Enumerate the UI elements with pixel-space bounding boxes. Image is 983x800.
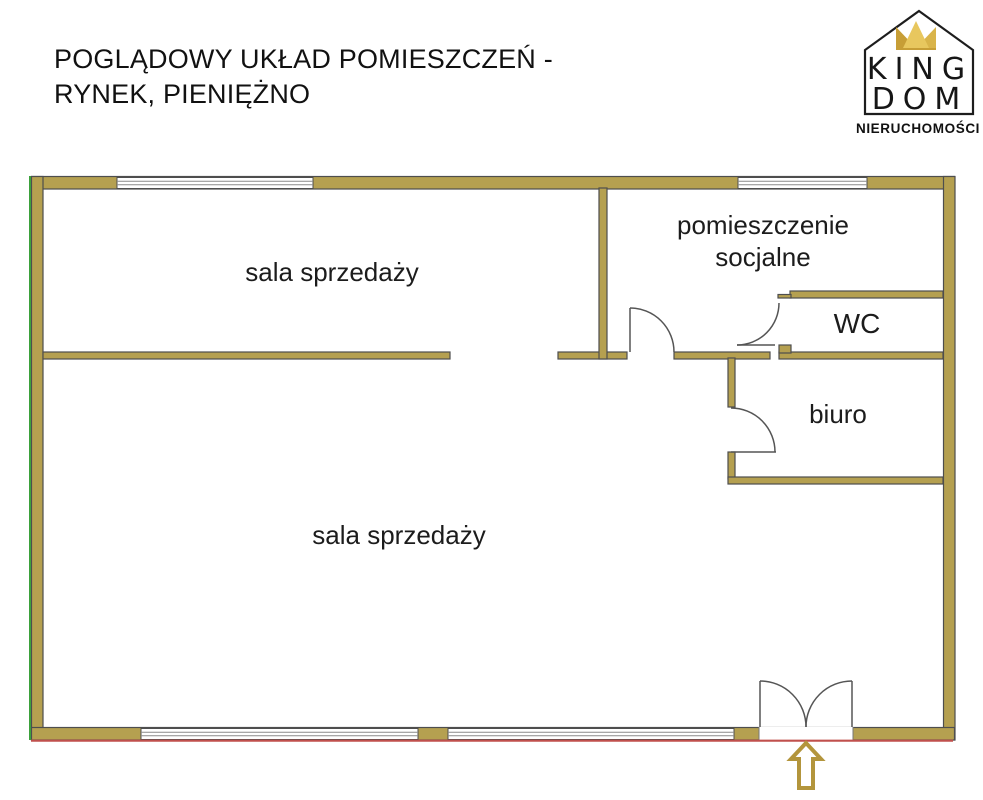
wall-interior-horizontal-b	[557, 351, 628, 360]
logo-king-text: KING	[867, 52, 973, 87]
window-bottom-2	[447, 728, 735, 740]
kingdom-logo: KING DOM NIERUCHOMOŚCI	[856, 9, 980, 136]
entrance-door-right-leaf	[805, 680, 853, 728]
outer-walls	[30, 175, 956, 741]
wall-interior-horizontal-d	[778, 351, 944, 360]
entrance-door-left-leaf	[759, 680, 807, 728]
wall-interior-horizontal-a	[42, 351, 451, 360]
wall-wc-top-end	[777, 293, 792, 299]
room-label-sala-main: sala sprzedaży	[312, 520, 485, 550]
interior-walls	[42, 187, 944, 485]
doors	[629, 302, 853, 728]
door-biuro	[730, 407, 776, 453]
title-line-2: RYNEK, PIENIĘŻNO	[54, 79, 311, 109]
entrance-opening	[759, 727, 853, 741]
door-wc	[736, 302, 780, 346]
room-label-socjalne-line1: pomieszczenie	[677, 210, 849, 240]
title-line-1: POGLĄDOWY UKŁAD POMIESZCZEŃ -	[54, 44, 553, 74]
logo-dom-text: DOM	[872, 82, 969, 117]
door-socjalne	[629, 307, 675, 353]
windows	[116, 177, 868, 740]
wall-biuro-left-upper	[727, 357, 736, 408]
house-outline-icon	[863, 9, 975, 116]
crown-icon	[896, 21, 936, 50]
wall-wc-top	[789, 290, 944, 299]
window-top-1	[116, 177, 314, 189]
window-bottom-1	[140, 728, 419, 740]
wall-right	[942, 175, 956, 741]
room-label-socjalne-line2: socjalne	[715, 242, 810, 272]
wall-interior-horizontal-c	[673, 351, 771, 360]
page-title: POGLĄDOWY UKŁAD POMIESZCZEŃ - RYNEK, PIE…	[54, 42, 654, 112]
wall-divider-vertical	[598, 187, 608, 360]
room-label-wc: WC	[834, 308, 881, 339]
window-top-2	[737, 177, 868, 189]
wall-left	[30, 175, 44, 741]
wall-biuro-left-lower	[727, 451, 736, 480]
room-label-biuro: biuro	[809, 399, 867, 429]
logo-subtitle: NIERUCHOMOŚCI	[856, 121, 980, 136]
room-labels: sala sprzedaży pomieszczenie socjalne WC…	[245, 210, 880, 550]
wall-wc-door-stub	[778, 344, 792, 354]
wall-biuro-bottom	[727, 476, 944, 485]
entrance-arrow-icon	[786, 740, 826, 790]
room-label-sala-top: sala sprzedaży	[245, 257, 418, 287]
